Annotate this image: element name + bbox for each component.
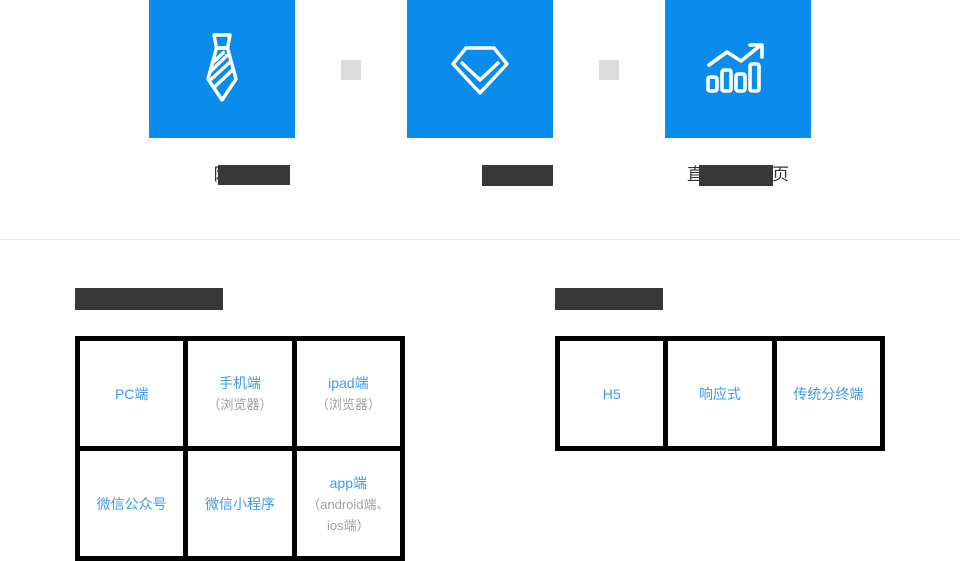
terminals-section: PC端 手机端 （浏览器） ipad端 （浏览器） 微信公众号 微信小程序 ap… bbox=[0, 240, 960, 561]
redaction-bar bbox=[482, 165, 553, 186]
redaction-bar bbox=[217, 165, 290, 185]
cell-main-label: H5 bbox=[602, 385, 621, 402]
cell-sub-label: （浏览器） bbox=[207, 397, 273, 412]
bar-chart-growth-icon bbox=[705, 39, 771, 97]
separator-square-icon bbox=[341, 60, 361, 80]
redaction-bar bbox=[699, 165, 773, 186]
terminals-left-column: PC端 手机端 （浏览器） ipad端 （浏览器） 微信公众号 微信小程序 ap… bbox=[75, 240, 405, 561]
cell-main-label: PC端 bbox=[114, 385, 149, 402]
grid-cell[interactable]: PC端 bbox=[80, 341, 184, 446]
cell-main-label: 手机端 bbox=[218, 375, 261, 391]
separator-2 bbox=[553, 0, 665, 80]
grid-cell[interactable]: 响应式 bbox=[668, 341, 772, 446]
feature-tile-2[interactable] bbox=[407, 0, 553, 138]
feature-caption-1: 网 bbox=[214, 163, 290, 187]
cell-main-label: ipad端 bbox=[328, 375, 369, 391]
separator-square-icon bbox=[599, 60, 619, 80]
grid-cell[interactable]: 传统分终端 bbox=[776, 341, 880, 446]
terminal-grid-right: H5 响应式 传统分终端 bbox=[555, 336, 885, 451]
features-section: 网 bbox=[0, 0, 960, 240]
cell-main-label: 微信小程序 bbox=[204, 495, 275, 512]
features-row: 网 bbox=[0, 0, 960, 200]
diamond-gem-icon bbox=[445, 36, 515, 100]
feature-block-1[interactable]: 网 bbox=[149, 0, 295, 187]
grid-cell[interactable]: app端 （android端、ios端） bbox=[296, 451, 400, 556]
redaction-bar bbox=[555, 288, 663, 310]
feature-tile-3[interactable] bbox=[665, 0, 811, 138]
grid-cell[interactable]: 手机端 （浏览器） bbox=[188, 341, 292, 446]
feature-tile-1[interactable] bbox=[149, 0, 295, 138]
terminals-right-column: 展 H5 响应式 传统分终端 bbox=[555, 240, 885, 451]
cell-main-label: 响应式 bbox=[698, 385, 741, 402]
feature-caption-3: 直 页 bbox=[687, 163, 789, 187]
cell-main-label: 传统分终端 bbox=[793, 385, 864, 402]
cell-sub-label: （浏览器） bbox=[315, 397, 381, 412]
separator-1 bbox=[295, 0, 407, 80]
cell-sub-label: （android端、ios端） bbox=[307, 496, 390, 533]
grid-cell[interactable]: 微信小程序 bbox=[188, 451, 292, 556]
grid-cell[interactable]: ipad端 （浏览器） bbox=[296, 341, 400, 446]
redaction-bar bbox=[75, 288, 223, 310]
section-title-right: 展 bbox=[555, 288, 885, 310]
feature-block-2[interactable] bbox=[407, 0, 553, 187]
necktie-icon bbox=[190, 31, 254, 105]
cell-main-label: app端 bbox=[329, 474, 367, 491]
terminal-grid-left: PC端 手机端 （浏览器） ipad端 （浏览器） 微信公众号 微信小程序 ap… bbox=[75, 336, 405, 561]
grid-cell[interactable]: 微信公众号 bbox=[80, 451, 184, 556]
grid-cell[interactable]: H5 bbox=[560, 341, 664, 446]
section-title-left bbox=[75, 288, 405, 310]
feature-block-3[interactable]: 直 页 bbox=[665, 0, 811, 187]
cell-main-label: 微信公众号 bbox=[96, 495, 167, 512]
